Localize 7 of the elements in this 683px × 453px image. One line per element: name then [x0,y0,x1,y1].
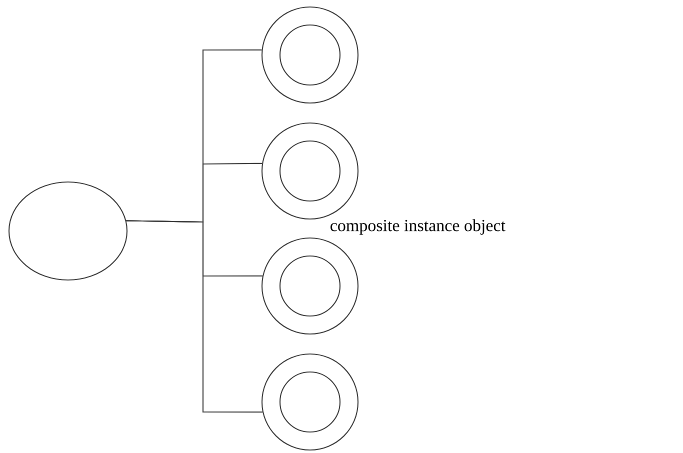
label: composite instance object [330,219,506,235]
double-circle [261,122,359,220]
double-circle [261,237,359,335]
double-circle [261,353,359,451]
ellipse [8,181,128,281]
double-circle [261,6,359,104]
connector-line [126,220,263,413]
